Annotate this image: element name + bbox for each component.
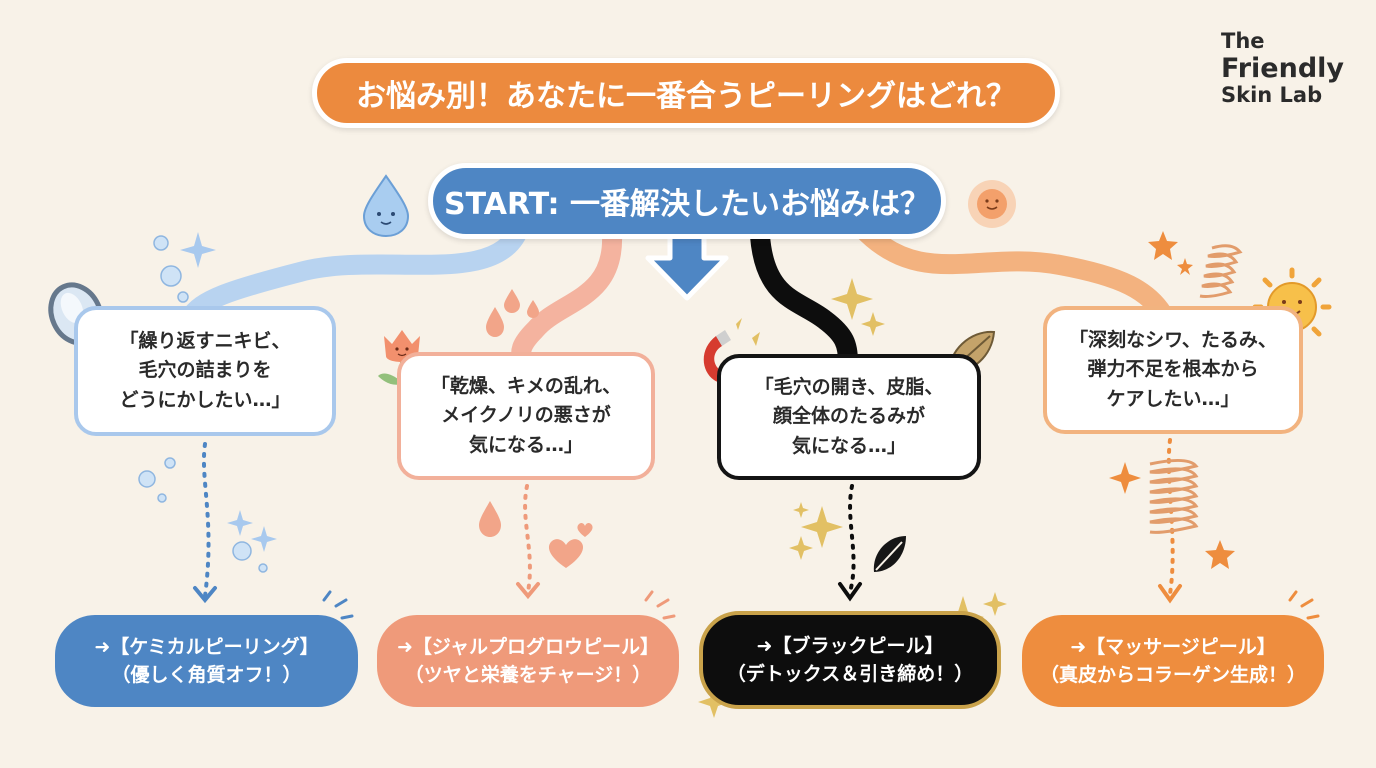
concern-text: 「乾燥、キメの乱れ、 メイクノリの悪さが 気になる…」 <box>430 374 622 456</box>
concern-box-acne: 「繰り返すニキビ、 毛穴の詰まりを どうにかしたい…」 <box>74 306 336 436</box>
connector-orange <box>852 218 1175 328</box>
dotted-arrow-salmon <box>516 484 540 600</box>
result-text: ➜【ジャルプログロウピール】 （ツヤと栄養をチャージ！） <box>397 635 659 687</box>
concern-box-dryness: 「乾燥、キメの乱れ、 メイクノリの悪さが 気になる…」 <box>397 352 655 480</box>
droplet-face-icon <box>362 174 410 238</box>
concern-box-pores: 「毛穴の開き、皮脂、 顔全体のたるみが 気になる…」 <box>717 354 981 480</box>
sparkle-icon <box>322 590 1320 620</box>
spring-icon <box>1149 244 1243 534</box>
concern-text: 「深刻なシワ、たるみ、 弾力不足を根本から ケアしたい…」 <box>1069 328 1277 410</box>
start-node: START: 一番解決したいお悩みは？ <box>428 163 946 239</box>
bubbles-icon <box>138 235 268 573</box>
result-text: ➜【マッサージピール】 （真皮からコラーゲン生成！） <box>1039 635 1306 687</box>
start-down-arrow <box>645 233 729 301</box>
droplet-icon <box>479 289 539 537</box>
result-chemical-peeling: ➜【ケミカルピーリング】 （優しく角質オフ！） <box>55 615 358 707</box>
brand-logo: The Friendly Skin Lab <box>1221 29 1345 107</box>
heart-icon <box>548 522 593 568</box>
star-icon <box>1148 231 1235 569</box>
result-text: ➜【ケミカルピーリング】 （優しく角質オフ！） <box>94 635 319 687</box>
connector-black <box>750 226 858 372</box>
result-massage-peel: ➜【マッサージピール】 （真皮からコラーゲン生成！） <box>1022 615 1324 707</box>
connector-salmon <box>511 224 623 370</box>
result-black-peel: ➜【ブラックピール】 （デトックス＆引き締め！） <box>699 611 1001 709</box>
sun-face-icon <box>968 180 1016 228</box>
connector-blue <box>180 216 530 328</box>
brand-line-3: Skin Lab <box>1221 82 1323 107</box>
dotted-arrow-blue <box>193 442 217 604</box>
brand-line-1: The <box>1221 29 1265 53</box>
page-title: お悩み別！あなたに一番合うピーリングはどれ？ <box>312 58 1060 128</box>
brand-line-2: Friendly <box>1221 52 1345 84</box>
concern-text: 「毛穴の開き、皮脂、 顔全体のたるみが 気になる…」 <box>754 375 944 457</box>
dotted-arrow-black <box>838 484 862 602</box>
concern-text: 「繰り返すニキビ、 毛穴の詰まりを どうにかしたい…」 <box>119 329 291 411</box>
concern-box-wrinkles: 「深刻なシワ、たるみ、 弾力不足を根本から ケアしたい…」 <box>1043 306 1303 434</box>
result-text: ➜【ブラックピール】 （デトックス＆引き締め！） <box>726 634 974 686</box>
result-jalupro-glow-peel: ➜【ジャルプログロウピール】 （ツヤと栄養をチャージ！） <box>377 615 679 707</box>
